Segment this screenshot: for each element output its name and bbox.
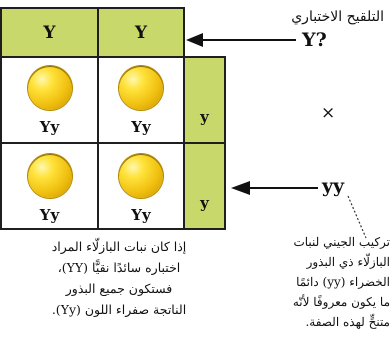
punnett-cell: Yy (97, 142, 185, 230)
recessive-genotype-label: yy (322, 176, 344, 196)
side-allele-cell: y (183, 142, 226, 230)
allele-label: Y (99, 23, 183, 43)
arrow-to-header (186, 33, 296, 47)
caption-left-line: الناتجة صفراء اللون (Yy). (6, 299, 232, 320)
allele-label: y (185, 108, 224, 126)
caption-right: تركيب الجيني لنبات البازلّاء ذي البذور ا… (262, 232, 390, 332)
allele-label: y (185, 194, 224, 212)
genotype-label: Yy (2, 118, 97, 136)
punnett-cell: Yy (97, 56, 185, 144)
allele-label: Y (2, 23, 97, 43)
caption-right-line: ما يكون معروفًا لأنّه (262, 292, 390, 312)
arrow-to-side (231, 181, 318, 195)
genotype-label: Yy (2, 206, 97, 224)
caption-right-line: تركيب الجيني لنبات (262, 232, 390, 252)
punnett-cell: Yy (0, 56, 99, 144)
genotype-label: Yy (99, 118, 183, 136)
caption-right-line: متنحٍّ لهذه الصفة. (262, 312, 390, 332)
genotype-label: Yy (99, 206, 183, 224)
caption-left-line: إذا كان نبات البازلّاء المراد (6, 236, 232, 257)
cross-symbol: × (321, 103, 335, 123)
punnett-cell: Yy (0, 142, 99, 230)
caption-right-line: البازلّاء ذي البذور (262, 252, 390, 272)
header-cell-2: Y (97, 7, 185, 58)
header-cell-1: Y (0, 7, 99, 58)
yellow-pea-icon (28, 66, 72, 110)
yellow-pea-icon (28, 154, 72, 198)
unknown-genotype-label: Y? (302, 30, 327, 50)
caption-right-line: الخضراء (yy) دائمًا (262, 272, 390, 292)
yellow-pea-icon (119, 154, 163, 198)
caption-left-line: فستكون جميع البذور (6, 278, 232, 299)
caption-left-line: اختباره سائدًا نقيًّا (YY)، (6, 257, 232, 278)
test-cross-label: التلقيح الاختباري (262, 7, 384, 27)
caption-left: إذا كان نبات البازلّاء المراد اختباره سا… (6, 236, 232, 320)
yellow-pea-icon (119, 66, 163, 110)
side-allele-cell: y (183, 56, 226, 144)
